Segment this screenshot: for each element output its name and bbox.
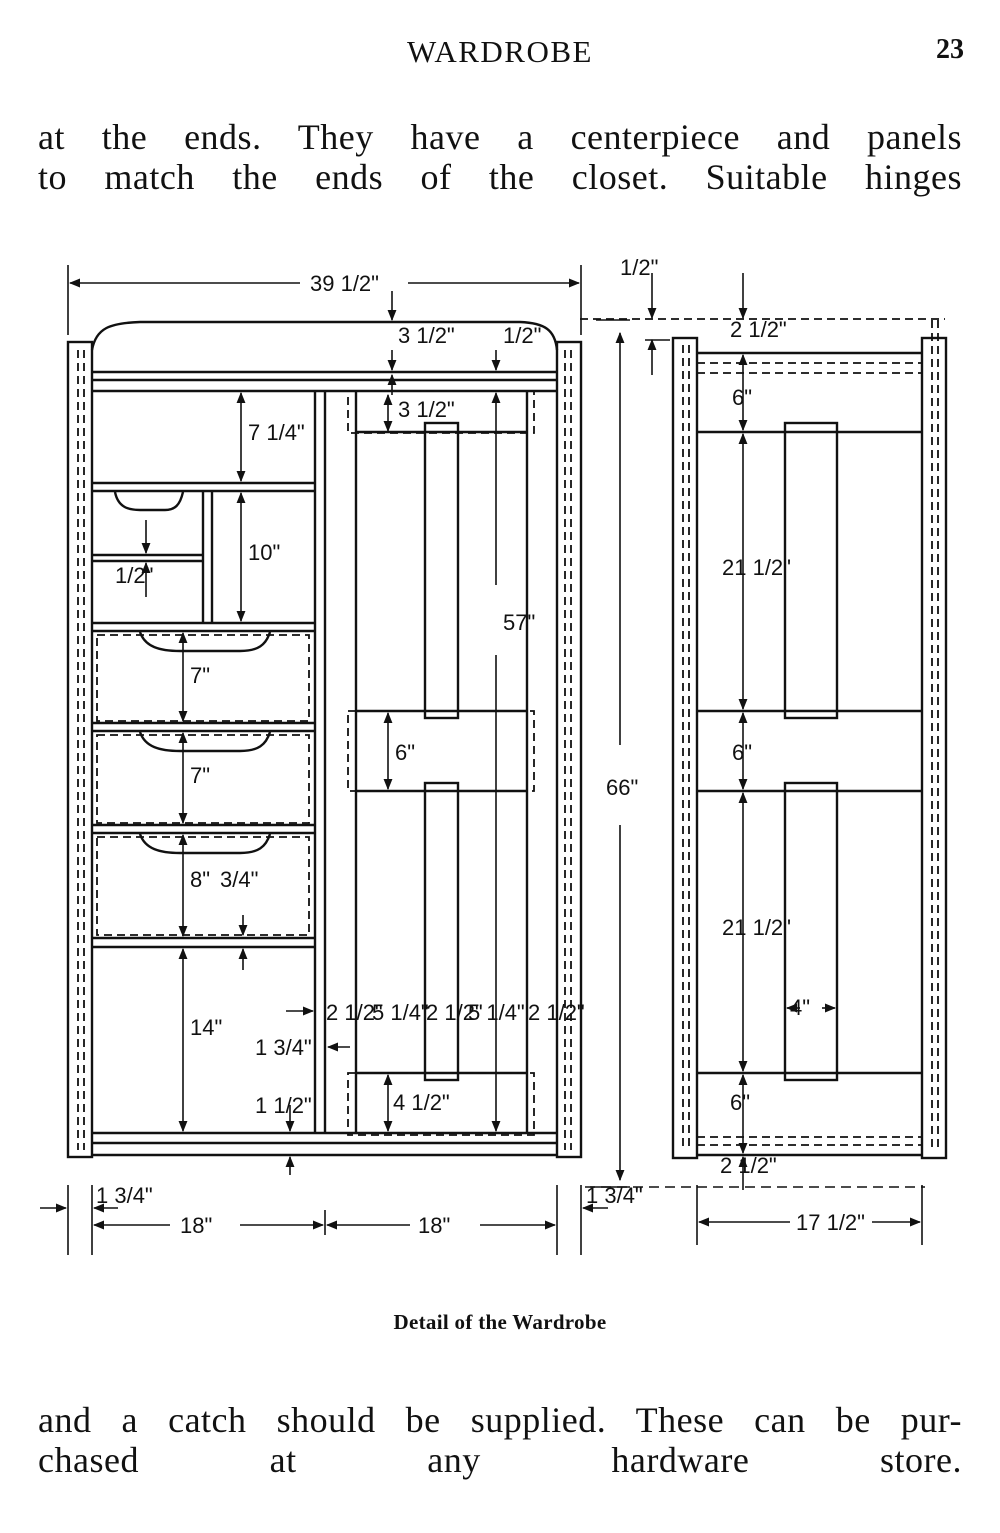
dim-door-bottom-rail: 4 1/2" xyxy=(393,1090,450,1115)
page-header: WARDROBE 23 xyxy=(0,34,1000,74)
dim-end-rail-mid: 6" xyxy=(732,740,752,765)
dim-top-compartment: 7 1/4" xyxy=(248,420,305,445)
dim-door-top-rail: 3 1/2" xyxy=(398,397,455,422)
dim-bottom-offset-a: 1 3/4" xyxy=(255,1035,312,1060)
wardrobe-detail-figure: 39 1/2" 3 1/2" 1/2" 3 1/2" 7 1/4" 10" 1/… xyxy=(0,225,1000,1275)
dim-small-drawers: 10" xyxy=(248,540,280,565)
dim-post-right: 1 3/4" xyxy=(586,1183,643,1208)
dim-drawer-front: 3/4" xyxy=(220,867,258,892)
dim-bottom-compartment: 14" xyxy=(190,1015,222,1040)
dim-end-depth: 17 1/2" xyxy=(796,1210,865,1235)
dim-top-rail: 3 1/2" xyxy=(398,323,455,348)
dim-door-panel-1: 5 1/4" xyxy=(372,1000,429,1025)
dim-post-left: 1 3/4" xyxy=(96,1183,153,1208)
dim-end-top-offset: 1/2" xyxy=(620,255,658,280)
left-post xyxy=(66,340,94,1159)
wardrobe-drawing: 39 1/2" 3 1/2" 1/2" 3 1/2" 7 1/4" 10" 1/… xyxy=(40,255,948,1255)
text-line: and a catch should be supplied. These ca… xyxy=(38,1400,962,1440)
running-head: WARDROBE xyxy=(407,34,593,69)
dim-door-panel-2: 5 1/4" xyxy=(468,1000,525,1025)
dim-door-center-rail: 6" xyxy=(395,740,415,765)
dim-end-panel-bottom: 21 1/2" xyxy=(722,915,791,940)
dim-end-bottom-rail: 2 1/2" xyxy=(720,1153,777,1178)
text-line: chased at any hardware store. xyxy=(38,1440,962,1480)
dim-top-board: 1/2" xyxy=(503,323,541,348)
dim-door-stile-2: 2 1/2" xyxy=(426,1000,483,1025)
text-line: at the ends. They have a centerpiece and… xyxy=(38,117,962,157)
dim-bottom-offset-b: 1 1/2" xyxy=(255,1093,312,1118)
dim-door-stile-1: 2 1/2" xyxy=(326,1000,383,1025)
dim-overall-height: 66" xyxy=(606,775,638,800)
dim-drawer-2: 7" xyxy=(190,763,210,788)
paragraph-bottom: and a catch should be supplied. These ca… xyxy=(38,1400,962,1480)
end-post-left xyxy=(671,336,699,1160)
right-post xyxy=(555,340,583,1159)
dim-end-rail-top: 6" xyxy=(732,385,752,410)
dim-half-width-right: 18" xyxy=(418,1213,450,1238)
figure-caption: Detail of the Wardrobe xyxy=(393,1310,607,1334)
paragraph-top: at the ends. They have a centerpiece and… xyxy=(38,117,962,197)
dim-drawer-1: 7" xyxy=(190,663,210,688)
dim-small-drawer-gap: 1/2" xyxy=(115,563,153,588)
dim-door-stile-3: 2 1/2" xyxy=(528,1000,585,1025)
dim-end-panel-top: 21 1/2" xyxy=(722,555,791,580)
dim-half-width-left: 18" xyxy=(180,1213,212,1238)
dim-end-panel-width: 4" xyxy=(790,995,810,1020)
dim-door-height: 57" xyxy=(503,610,535,635)
dim-drawer-3: 8" xyxy=(190,867,210,892)
end-post-right xyxy=(920,336,948,1160)
dim-end-top-rail: 2 1/2" xyxy=(730,317,787,342)
dim-end-rail-bottom: 6" xyxy=(730,1090,750,1115)
text-line: to match the ends of the closet. Suitabl… xyxy=(38,157,962,197)
dim-overall-width: 39 1/2" xyxy=(310,271,379,296)
top-crest xyxy=(90,320,559,351)
page-number: 23 xyxy=(936,34,964,65)
